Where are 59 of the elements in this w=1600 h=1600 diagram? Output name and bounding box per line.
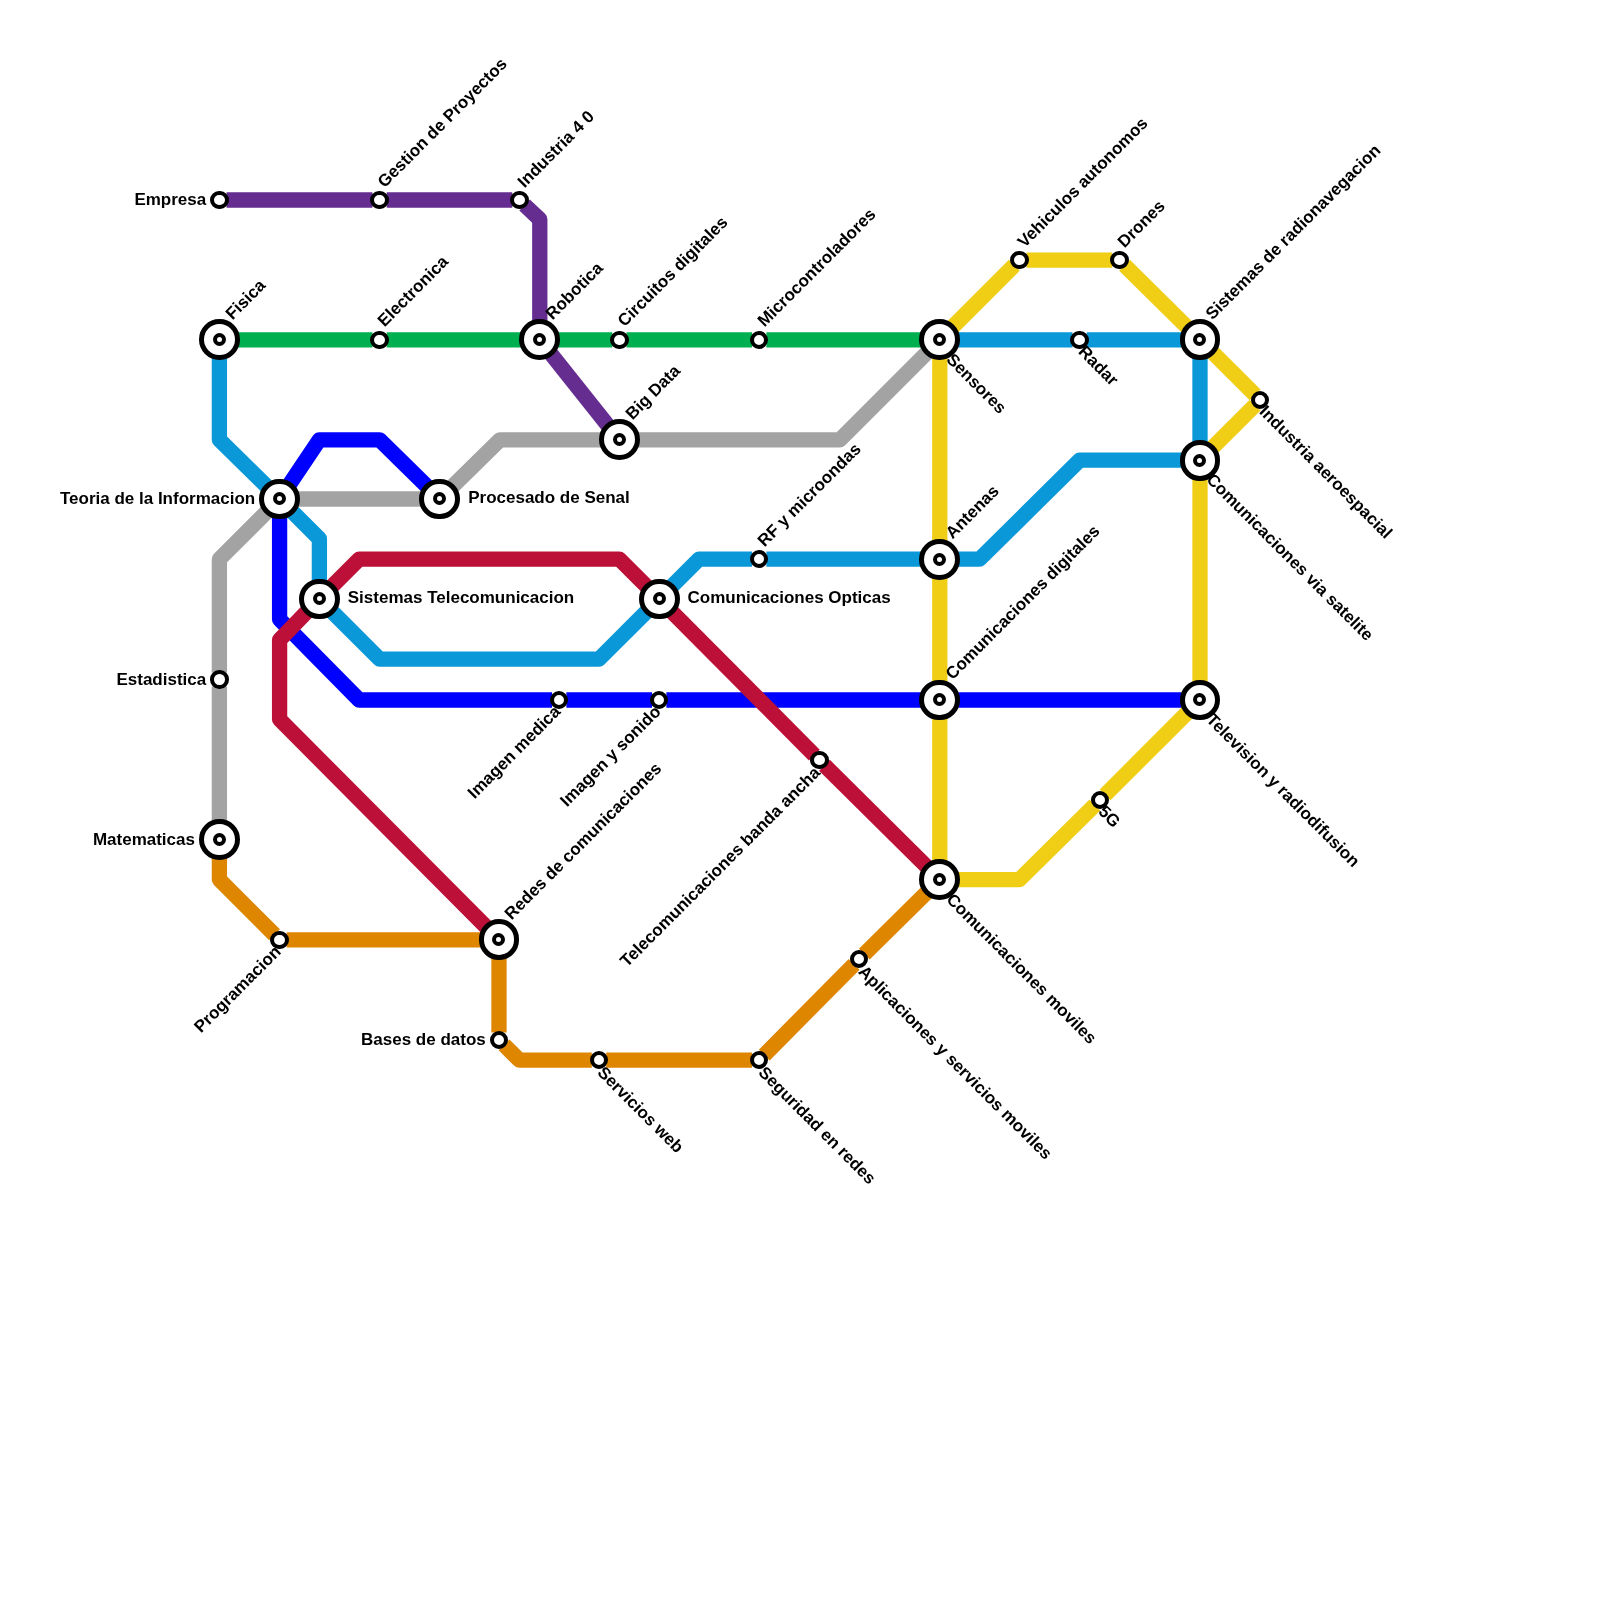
metro-line-segment bbox=[666, 551, 752, 592]
metro-line-segment bbox=[271, 517, 552, 708]
metro-line-segment bbox=[637, 347, 933, 448]
metro-line-segment bbox=[958, 452, 1182, 567]
metro-line-segment bbox=[666, 606, 820, 761]
metro-line-segment bbox=[566, 692, 652, 708]
station-label: Comunicaciones Opticas bbox=[687, 587, 891, 608]
metro-line-segment bbox=[766, 551, 922, 567]
metro-line-segment bbox=[298, 491, 422, 507]
metro-line-segment bbox=[626, 332, 752, 348]
station-label: Bases de datos bbox=[361, 1029, 486, 1050]
metro-line-segment bbox=[1207, 347, 1261, 401]
metro-line-segment bbox=[958, 692, 1182, 708]
metro-line-segment bbox=[1192, 358, 1208, 442]
station-label: Teoria de la Informacion bbox=[59, 488, 256, 509]
metro-line-segment bbox=[286, 932, 481, 948]
station-label: Matematicas bbox=[92, 829, 195, 850]
metro-line-segment bbox=[271, 606, 492, 933]
metro-line-segment bbox=[283, 432, 433, 492]
metro-line-segment bbox=[858, 887, 933, 960]
metro-line-segment bbox=[1192, 478, 1208, 682]
metro-line-segment bbox=[606, 1052, 752, 1068]
metro-line-segment bbox=[327, 606, 652, 667]
station-label: Procesado de Senal bbox=[468, 487, 630, 508]
metro-line-segment bbox=[491, 958, 507, 1033]
metro-line-segment bbox=[386, 332, 522, 348]
metro-line-segment bbox=[766, 332, 922, 348]
metro-line-segment bbox=[558, 332, 613, 348]
station-label: Sistemas Telecomunicacion bbox=[347, 587, 575, 608]
metro-line-segment bbox=[519, 199, 548, 322]
metro-line-segment bbox=[211, 686, 228, 822]
metro-line-segment bbox=[498, 1039, 592, 1068]
metro-line-segment bbox=[211, 358, 272, 492]
metro-line-segment bbox=[327, 551, 652, 592]
metro-line-segment bbox=[666, 692, 922, 708]
metro-line-segment bbox=[1119, 259, 1193, 333]
metro-line-segment bbox=[932, 577, 948, 682]
metro-line-segment bbox=[958, 799, 1101, 888]
metro-line-segment bbox=[211, 506, 272, 673]
metro-line-segment bbox=[1086, 332, 1182, 348]
metro-line-segment bbox=[947, 259, 1020, 333]
station-label: Empresa bbox=[134, 190, 207, 210]
metro-line-segment bbox=[1099, 707, 1193, 801]
metro-line-segment bbox=[932, 358, 948, 541]
station-label: Estadistica bbox=[116, 669, 207, 690]
station-label: 5G bbox=[1094, 802, 1125, 833]
metro-line-segment bbox=[819, 759, 933, 873]
metro-line-segment bbox=[386, 192, 513, 208]
metro-line-segment bbox=[237, 332, 373, 348]
metro-line-segment bbox=[211, 858, 280, 941]
metro-line-segment bbox=[958, 332, 1073, 348]
metro-line-segment bbox=[447, 432, 601, 492]
metro-line-segment bbox=[932, 718, 948, 862]
metro-line-segment bbox=[545, 349, 614, 431]
metro-line-segment bbox=[1026, 252, 1113, 268]
metro-line-segment bbox=[287, 506, 328, 581]
metro-line-segment bbox=[226, 192, 373, 208]
metro-line-segment bbox=[758, 958, 860, 1061]
metro-line-segment bbox=[1207, 399, 1261, 453]
